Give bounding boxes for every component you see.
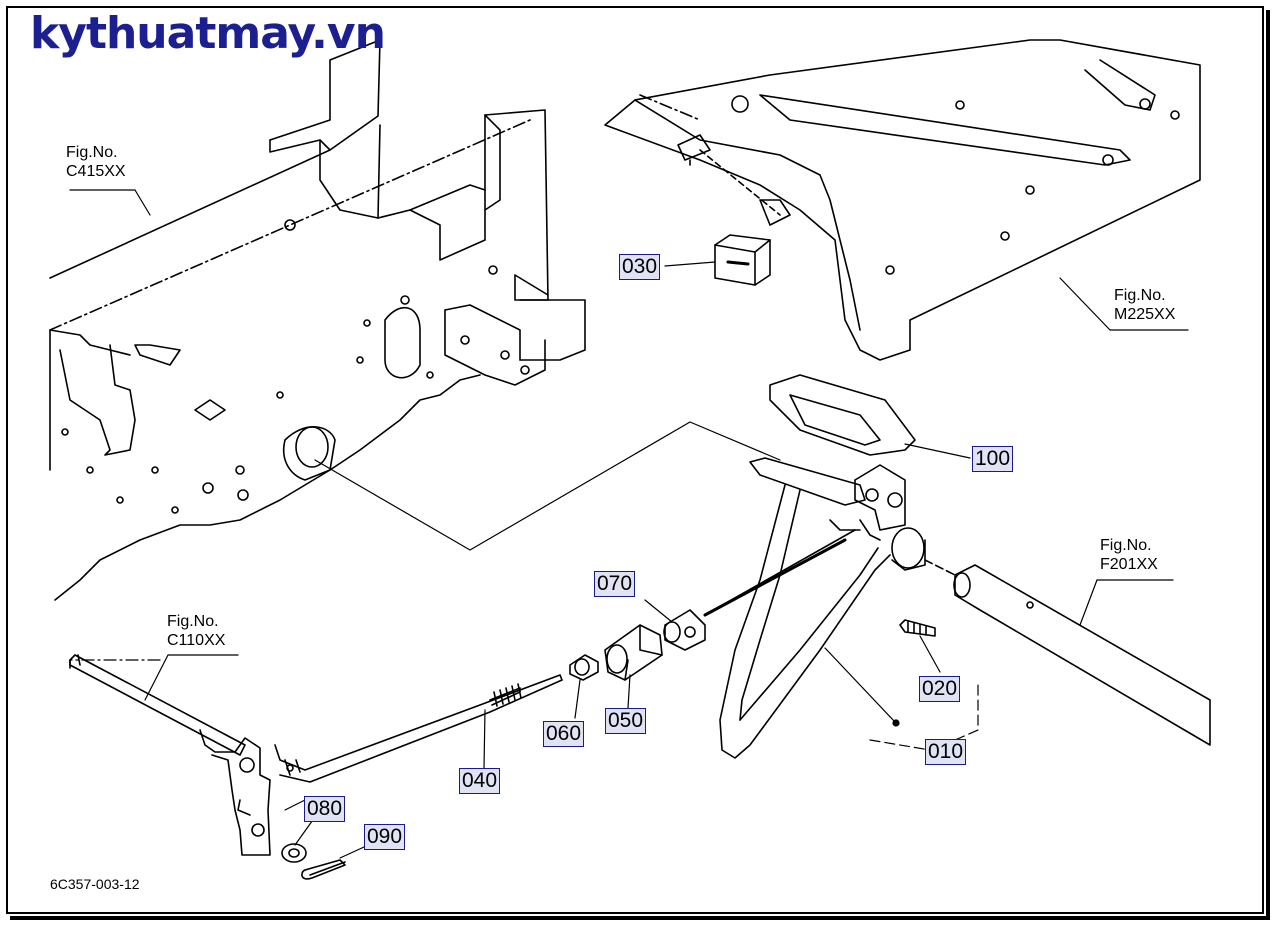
fig-ref-m225: Fig.No. M225XX	[1114, 286, 1175, 324]
fig-ref-f201: Fig.No. F201XX	[1100, 536, 1158, 574]
fig-ref-c110: Fig.No. C110XX	[167, 612, 225, 650]
part-label-090[interactable]: 090	[364, 824, 406, 850]
part-label-070[interactable]: 070	[594, 571, 636, 597]
leader-lines	[69, 189, 1189, 859]
shaft-f201-drawing	[924, 559, 1211, 746]
fig-ref-code: F201XX	[1100, 556, 1158, 573]
part-label-040[interactable]: 040	[459, 768, 501, 794]
part-label-060[interactable]: 060	[543, 721, 585, 747]
fig-ref-code: C415XX	[66, 163, 126, 180]
part-030-block	[714, 234, 771, 286]
part-label-050[interactable]: 050	[605, 708, 647, 734]
fig-ref-label: Fig.No.	[66, 144, 118, 161]
brand-watermark: kythuatmay.vn	[30, 8, 386, 59]
rod-040-drawing	[274, 674, 563, 783]
small-parts-drawing	[569, 529, 856, 681]
grease-fitting-drawing	[899, 619, 936, 637]
frame-shadow-bottom	[10, 916, 1270, 920]
part-label-100[interactable]: 100	[972, 446, 1014, 472]
part-label-080[interactable]: 080	[304, 796, 346, 822]
pedal-arm-drawing	[719, 457, 926, 759]
part-label-010[interactable]: 010	[925, 739, 967, 765]
fig-ref-c415: Fig.No. C415XX	[66, 143, 126, 181]
fig-ref-label: Fig.No.	[167, 613, 219, 630]
part-label-030[interactable]: 030	[619, 254, 661, 280]
fig-ref-label: Fig.No.	[1114, 287, 1166, 304]
fig-ref-code: C110XX	[167, 632, 226, 649]
lever-c110-drawing	[69, 654, 346, 880]
fig-ref-label: Fig.No.	[1100, 537, 1152, 554]
part-label-020[interactable]: 020	[919, 676, 961, 702]
document-id: 6C357-003-12	[50, 876, 140, 892]
frame-shadow-right	[1266, 10, 1270, 918]
pedal-pad-drawing	[769, 374, 916, 456]
main-frame-drawing	[49, 39, 586, 601]
fig-ref-code: M225XX	[1114, 306, 1176, 323]
floor-plate-drawing	[604, 39, 1201, 361]
